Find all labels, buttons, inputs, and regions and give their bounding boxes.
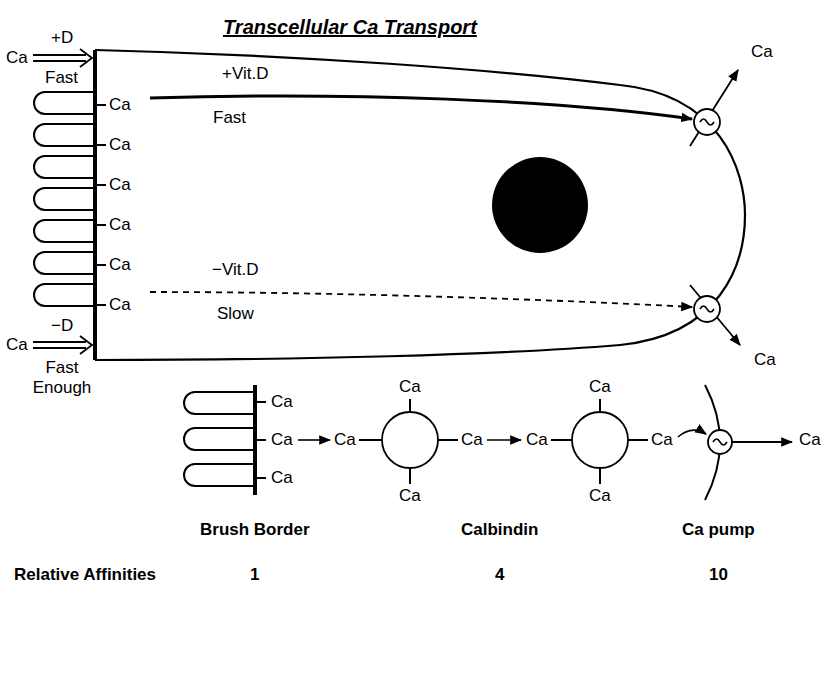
transfer-arrow: [678, 430, 706, 437]
binding-tick: [95, 144, 106, 146]
pump-symbol: [694, 296, 720, 322]
cell-outline: [95, 50, 745, 360]
double-arrow: [33, 49, 92, 67]
ion-label: Ca: [799, 430, 821, 450]
binding-tick: [551, 439, 572, 441]
ion-label: Ca: [271, 430, 293, 450]
row-heading: Relative Affinities: [14, 565, 156, 585]
ion-label: Ca: [754, 350, 776, 370]
ion-label: Ca: [109, 295, 131, 315]
rate-label: Slow: [217, 304, 254, 324]
binding-tick: [599, 468, 601, 484]
condition-label: +Vit.D: [222, 64, 268, 84]
binding-tick: [255, 401, 266, 403]
ion-label: Ca: [271, 392, 293, 412]
ion-label: Ca: [109, 95, 131, 115]
transfer-arrow: [298, 439, 330, 441]
rate-label: Fast Enough: [30, 358, 94, 397]
affinity-value: 4: [495, 565, 504, 585]
ion-label: Ca: [109, 135, 131, 155]
ion-label: Ca: [399, 377, 421, 397]
part-caption: Calbindin: [461, 520, 538, 540]
binding-tick: [359, 439, 382, 441]
ion-label: Ca: [109, 175, 131, 195]
pump-tilde: [713, 439, 727, 445]
affinity-value: 1: [250, 565, 259, 585]
affinity-value: 10: [709, 565, 728, 585]
pump-symbol: [708, 430, 732, 454]
binding-tick: [95, 224, 106, 226]
ion-label: Ca: [751, 42, 773, 62]
condition-label: +D: [51, 28, 73, 48]
pump-exit-arrow: [690, 70, 738, 146]
nucleus: [492, 157, 588, 253]
ion-label: Ca: [6, 335, 28, 355]
ion-label: Ca: [109, 215, 131, 235]
condition-label: −Vit.D: [212, 260, 258, 280]
ion-label: Ca: [589, 486, 611, 506]
pump-exit-arrow: [732, 441, 792, 443]
pump-symbol: [694, 109, 720, 135]
ion-label: Ca: [651, 430, 673, 450]
binding-tick: [438, 439, 458, 441]
pump-exit-arrow: [690, 285, 740, 345]
binding-ticks: [95, 105, 106, 305]
ion-label: Ca: [461, 430, 483, 450]
binding-tick: [409, 399, 411, 412]
ion-label: Ca: [589, 377, 611, 397]
ion-label: Ca: [109, 255, 131, 275]
calbindin-circle: [382, 412, 438, 468]
binding-tick: [628, 439, 648, 441]
rate-label: Fast: [45, 68, 78, 88]
microvilli: [184, 392, 255, 486]
brush-border-line: [93, 50, 97, 360]
binding-tick: [95, 304, 106, 306]
double-arrow: [33, 336, 92, 354]
pump-tilde: [700, 119, 714, 125]
part-caption: Brush Border: [200, 520, 310, 540]
condition-label: −D: [51, 316, 73, 336]
binding-tick: [409, 468, 411, 484]
binding-tick: [95, 104, 106, 106]
transfer-arrow: [487, 439, 521, 441]
part-caption: Ca pump: [682, 520, 755, 540]
calbindin-circle: [572, 412, 628, 468]
binding-tick: [255, 477, 266, 479]
ion-label: Ca: [334, 430, 356, 450]
microvilli: [34, 92, 95, 306]
ion-label: Ca: [6, 48, 28, 68]
ion-label: Ca: [271, 468, 293, 488]
rate-label: Fast: [213, 108, 246, 128]
binding-tick: [255, 439, 266, 441]
binding-tick: [599, 399, 601, 412]
ion-label: Ca: [399, 486, 421, 506]
binding-tick: [95, 264, 106, 266]
diagram-title: Transcellular Ca Transport: [223, 16, 477, 39]
binding-ticks: [255, 399, 648, 484]
binding-tick: [95, 184, 106, 186]
ion-label: Ca: [526, 430, 548, 450]
pump-tilde: [700, 306, 714, 312]
